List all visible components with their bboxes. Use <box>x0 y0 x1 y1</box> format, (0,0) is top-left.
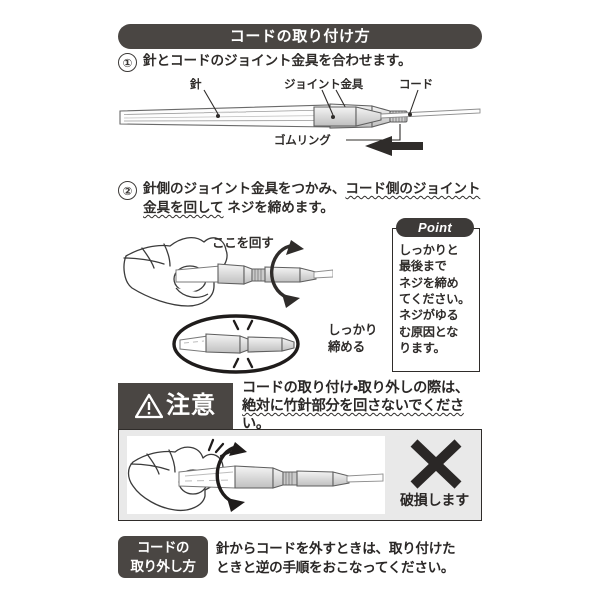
point-line-4: てください。 <box>399 292 470 307</box>
removal-tag-line1: コードの <box>137 539 189 555</box>
label-joint-metal: ジョイント金具 <box>284 79 364 91</box>
diagram-2-svg <box>123 236 334 374</box>
step-2-line1b: コード側のジョイント <box>345 181 481 196</box>
caution-illustration <box>127 436 385 514</box>
removal-text: 針からコードを外すときは、取り付けた ときと逆の手順をおこなってください。 <box>216 539 484 578</box>
step-2-line1a: 針側のジョイント金具をつかみ、 <box>143 181 346 196</box>
label-rubber-ring: ゴムリング <box>274 135 331 147</box>
point-line-6: む原因とな <box>399 324 459 339</box>
hand-rotating-shaft-svg <box>127 438 384 512</box>
point-box <box>392 228 480 372</box>
caution-message-line2: 絶対に竹針部分を回さないでください。 <box>242 397 464 433</box>
point-line-2: 最後まで <box>399 259 447 274</box>
caution-message: コードの取り付け・取り外しの際は、 絶対に竹針部分を回さないでください。 <box>233 379 482 433</box>
label-tighten-line1: しっかり <box>328 323 378 337</box>
page-title: コードの取り付け方 <box>229 28 371 45</box>
point-line-1: しっかりと <box>399 243 459 257</box>
caution-message-line1: コードの取り付け・取り外しの際は、 <box>242 379 469 396</box>
label-tighten-firmly: しっかり 締める <box>328 322 377 356</box>
diagram-needle-and-cord: 針 ジョイント金具 コード ゴムリング <box>118 79 482 170</box>
caution-body: 破損します <box>118 429 482 521</box>
label-cord: コード <box>399 79 433 91</box>
label-turn-here: ここを回す <box>212 236 274 250</box>
point-badge-label: Point <box>418 220 452 235</box>
damage-label: 破損します <box>400 492 469 508</box>
point-line-5: ネジがゆる <box>399 308 459 323</box>
caution-section: 注意 コードの取り付け・取り外しの際は、 絶対に竹針部分を回さないでください。 <box>118 379 482 521</box>
removal-text-line2: ときと逆の手順をおこなってください。 <box>216 560 455 576</box>
step-2: ② 針側のジョイント金具をつかみ、コード側のジョイント 金具を回して ネジを締め… <box>118 180 480 218</box>
step-1-number: ① <box>118 53 137 72</box>
x-cross-icon <box>410 439 462 489</box>
caution-tag: 注意 <box>118 383 233 429</box>
diagram-1-svg <box>119 89 481 156</box>
point-line-3: ネジを締め <box>399 275 459 290</box>
step-1-text: 針とコードのジョイント金具を合わせます。 <box>143 53 412 68</box>
magnified-oval-inset <box>172 314 300 374</box>
page-title-banner: コードの取り付け方 <box>118 24 482 49</box>
step-2-line2a: 金具を回して <box>143 199 224 215</box>
label-tighten-line2: 締める <box>328 339 365 354</box>
diagram-hand-tightening <box>118 222 334 374</box>
label-needle: 針 <box>190 79 202 91</box>
caution-tag-label: 注意 <box>166 392 216 419</box>
point-badge: Point <box>396 218 474 237</box>
step-1: ① 針とコードのジョイント金具を合わせます。 <box>118 52 412 72</box>
rotate-arrow-icon <box>270 244 292 300</box>
caution-header: 注意 コードの取り付け・取り外しの際は、 絶対に竹針部分を回さないでください。 <box>118 379 482 433</box>
step-2-text: 針側のジョイント金具をつかみ、コード側のジョイント 金具を回して ネジを締めます… <box>143 180 480 218</box>
step-2-number: ② <box>118 181 137 200</box>
point-box-text: しっかりと 最後まで ネジを締め てください。 ネジがゆる む原因とな ります。 <box>399 242 475 356</box>
removal-text-line1: 針からコードを外すときは、取り付けた <box>216 541 456 556</box>
step-2-line2b: ネジを締めます。 <box>223 199 334 215</box>
warning-triangle-icon <box>135 393 163 419</box>
removal-tag: コードの 取り外し方 <box>118 536 208 578</box>
point-line-7: ります。 <box>399 341 446 356</box>
left-arrow-icon <box>365 136 423 156</box>
removal-tag-line2: 取り外し方 <box>130 559 196 574</box>
